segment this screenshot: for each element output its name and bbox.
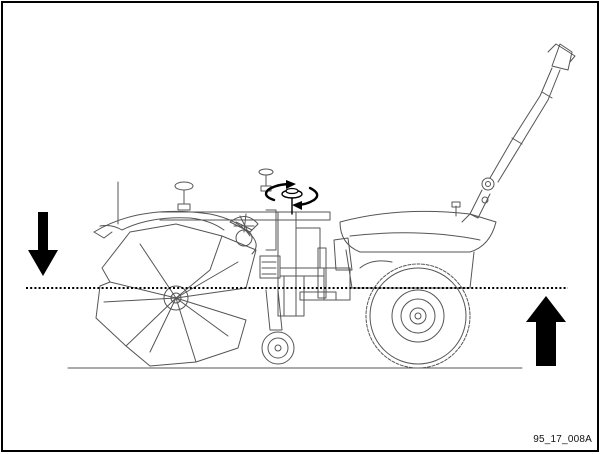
engine-housing	[323, 201, 497, 301]
arrow-down-icon	[28, 212, 58, 276]
rotation-adjustment-knob	[264, 180, 319, 215]
side-gear	[229, 213, 259, 255]
rotate-arrows-icon	[264, 180, 319, 210]
front-knob	[174, 168, 274, 211]
arrow-up-icon	[526, 296, 566, 366]
auger-hood	[93, 210, 251, 239]
height-adjustment-column	[259, 209, 337, 317]
rear-wheel	[365, 263, 471, 369]
brush-roll	[95, 223, 257, 367]
support-wheel	[261, 289, 295, 365]
handlebar	[461, 43, 576, 223]
figure-reference-code: 95_17_008A	[533, 434, 592, 445]
